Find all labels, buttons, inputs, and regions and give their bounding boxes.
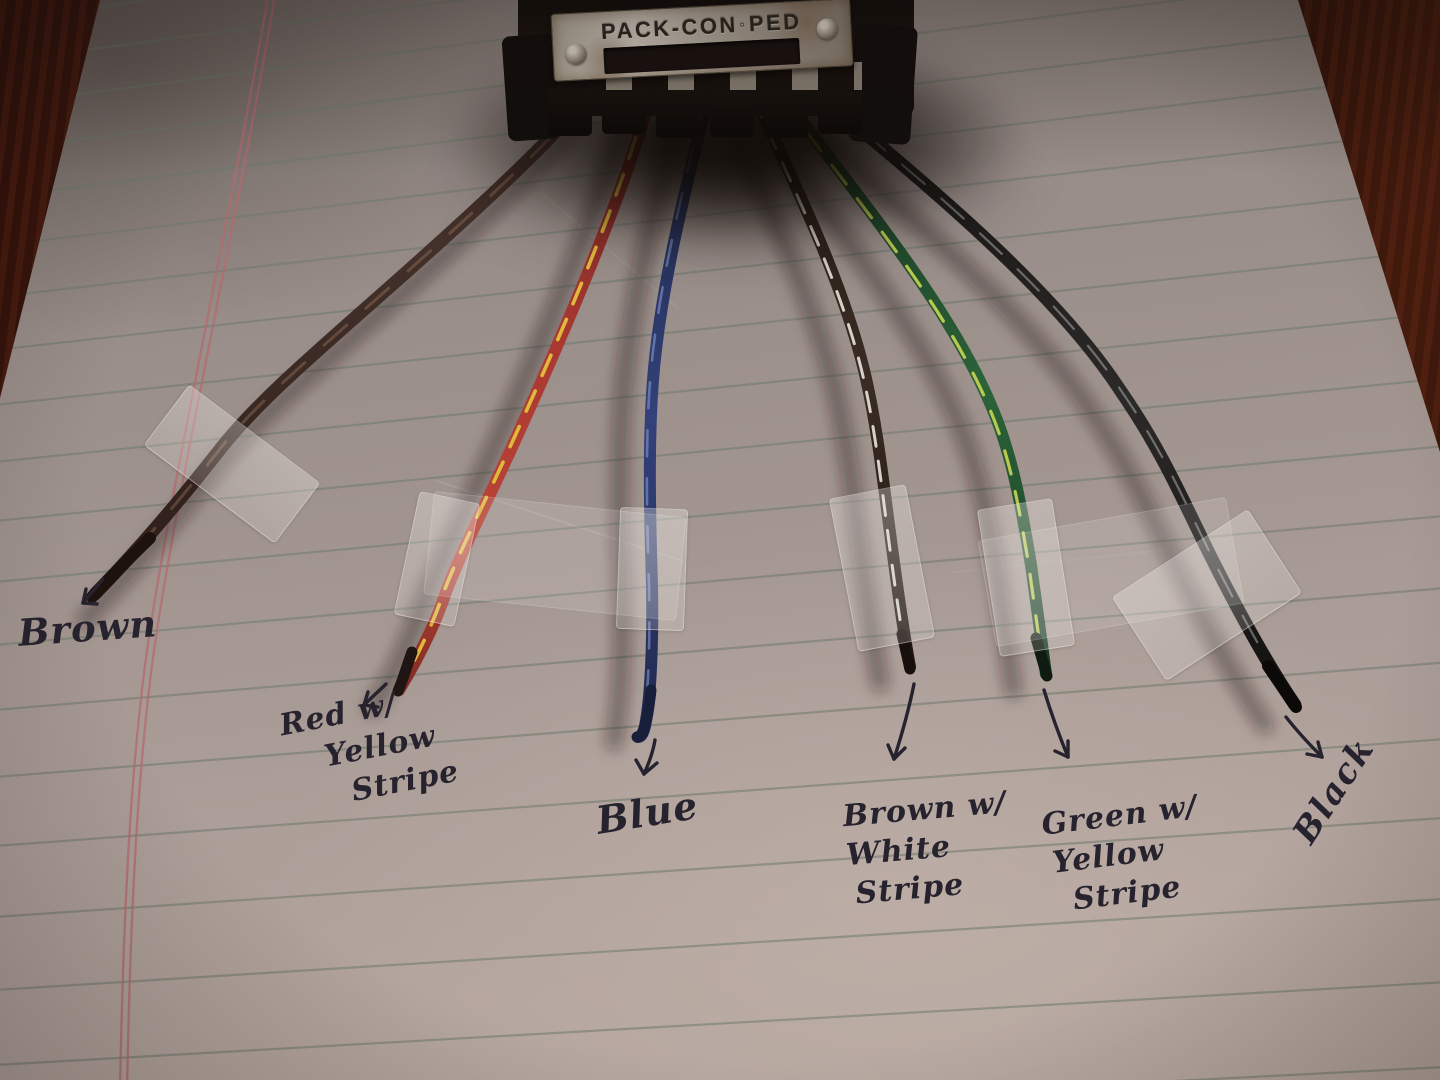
connector-tooth	[602, 92, 646, 134]
arrow-brown	[81, 577, 105, 606]
connector-tooth	[548, 88, 592, 136]
arrow-green-yellow	[1042, 688, 1070, 759]
arrow-blue	[634, 738, 659, 776]
arrow-red-yellow	[362, 682, 388, 709]
arrow-brown-white	[886, 682, 916, 761]
connector-tooth	[818, 92, 862, 134]
arrow-black	[1284, 715, 1324, 759]
connector-tooth	[764, 90, 808, 138]
connector-tooth	[710, 93, 754, 137]
wire-black	[813, 89, 1302, 713]
connector-tooth	[656, 90, 700, 138]
wire-blue	[631, 92, 714, 743]
